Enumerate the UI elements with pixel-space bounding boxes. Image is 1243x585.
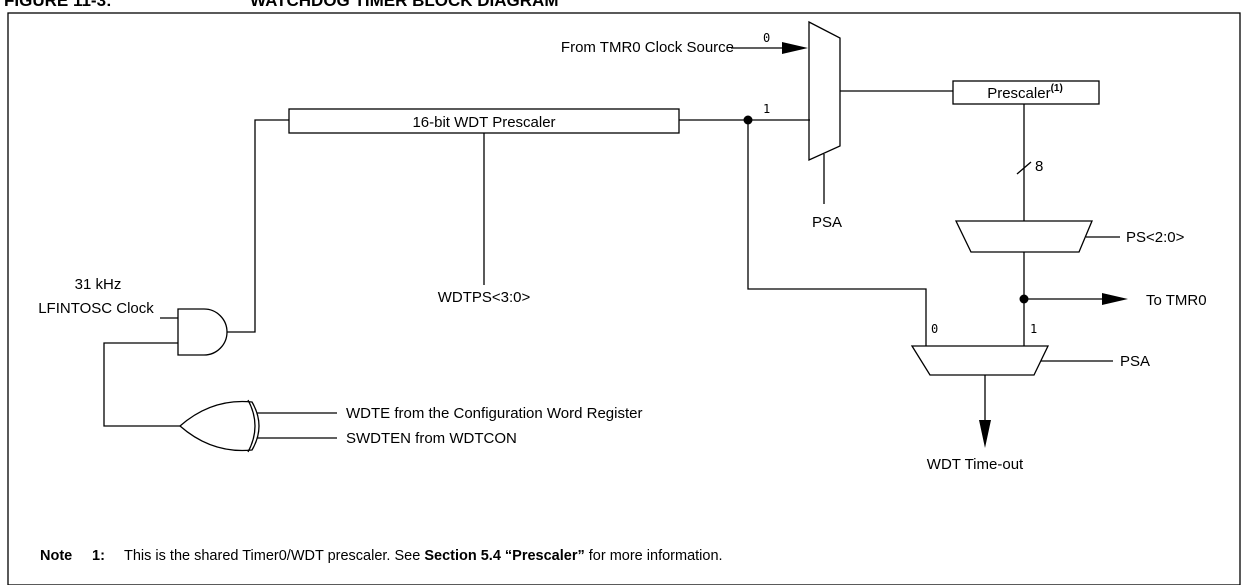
ps-select-label: PS<2:0> [1126, 229, 1185, 246]
or-to-and-wire [103, 342, 180, 427]
osc-freq-label: 31 kHz [75, 276, 122, 293]
top-mux-input1-label: 1 [763, 102, 770, 116]
wdtps-label: WDTPS<3:0> [438, 289, 531, 306]
and-gate [177, 308, 228, 356]
bottom-psa-label: PSA [1120, 353, 1150, 370]
prescaler-note-ref: (1) [1051, 83, 1063, 94]
swdten-label: SWDTEN from WDTCON [346, 430, 517, 447]
figure-caption-prefix: FIGURE 11-3: [4, 0, 112, 10]
top-mux-input0-label: 0 [763, 31, 770, 45]
bottom-mux [910, 345, 1050, 376]
figure-caption-title: WATCHDOG TIMER BLOCK DIAGRAM [250, 0, 559, 10]
or-gate-back-curve [247, 399, 256, 453]
prescaler-label: Prescaler(1) [987, 83, 1063, 102]
note-number: 1: [92, 548, 105, 564]
wdt-prescaler-box [288, 108, 680, 134]
figure-frame [7, 12, 1241, 585]
or-gate [179, 400, 260, 452]
note-section-ref: Section 5.4 “Prescaler” [424, 548, 584, 564]
top-mux [808, 20, 841, 162]
tmr0-clock-source-label: From TMR0 Clock Source [561, 39, 734, 56]
wdt-timeout-label: WDT Time-out [927, 456, 1024, 473]
top-psa-label: PSA [812, 214, 842, 231]
and-output-wire [227, 119, 289, 333]
bus-width-label: 8 [1035, 158, 1043, 175]
ps-selector [954, 220, 1093, 253]
bypass-wire [747, 120, 927, 346]
note-text-after: for more information. [585, 548, 723, 564]
bottom-mux-input0-label: 0 [931, 322, 938, 336]
wdt-prescaler-label: 16-bit WDT Prescaler [412, 114, 555, 131]
wdt-timeout-arrow [979, 420, 991, 448]
to-tmr0-label: To TMR0 [1146, 292, 1207, 309]
note-text: This is the shared Timer0/WDT prescaler.… [124, 548, 723, 564]
to-tmr0-arrow [1102, 293, 1128, 305]
bus-slash [1016, 161, 1032, 175]
prescaler-box [952, 80, 1100, 105]
prescaler-text: Prescaler [987, 85, 1050, 102]
wdte-label: WDTE from the Configuration Word Registe… [346, 405, 643, 422]
bottom-mux-input1-label: 1 [1030, 322, 1037, 336]
osc-name-label: LFINTOSC Clock [38, 300, 154, 317]
note-label: Note [40, 548, 72, 564]
note-text-before: This is the shared Timer0/WDT prescaler.… [124, 548, 424, 564]
tmr0-clock-arrow [782, 42, 808, 54]
